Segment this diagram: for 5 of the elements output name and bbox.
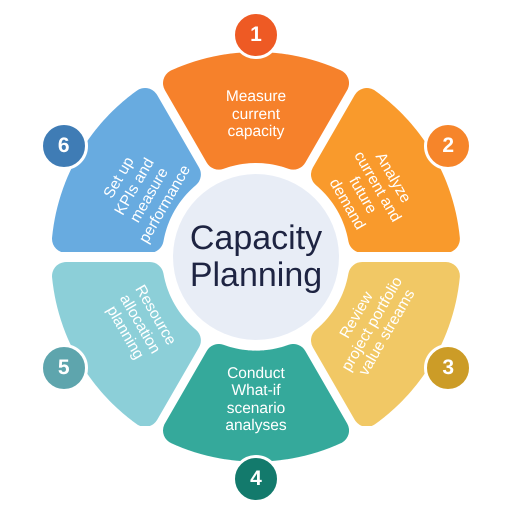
step-label: Conduct What-if scenario analyses	[225, 364, 287, 435]
hub-title: Capacity Planning	[190, 220, 322, 294]
step-number-circle: 4	[232, 455, 280, 503]
step-number-circle: 1	[232, 11, 280, 59]
step-label: Measure current capacity	[226, 88, 286, 140]
